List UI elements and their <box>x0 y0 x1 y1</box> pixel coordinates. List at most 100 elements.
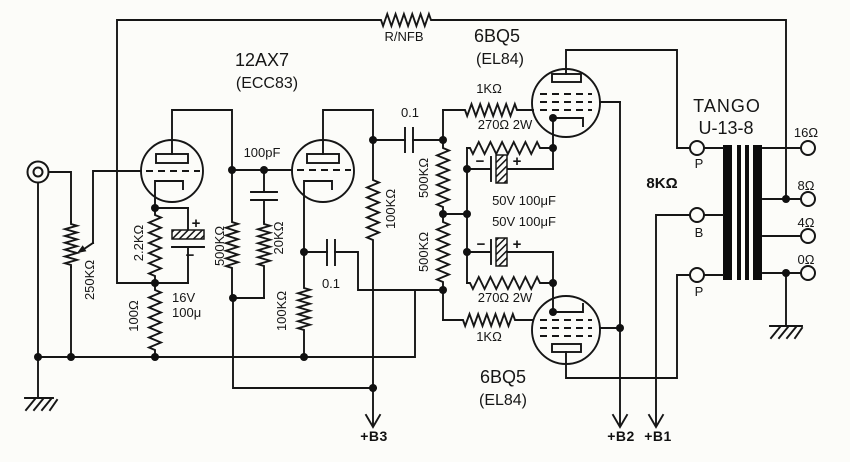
b3-label: +B3 <box>360 428 388 444</box>
junction-dot <box>151 279 159 287</box>
cathode-resistor-upper-270 <box>466 139 554 157</box>
ground-symbol-input <box>24 397 59 412</box>
junction-dot <box>439 286 447 294</box>
junction-dot <box>260 166 268 174</box>
step-cap-100pf <box>250 191 278 201</box>
cathode-cap-upper <box>490 154 508 184</box>
junction-dot <box>549 144 557 152</box>
junction-dot <box>151 204 159 212</box>
bypass-cap-voltage-label: 16V <box>172 290 195 305</box>
feedback-wire-right <box>436 19 787 200</box>
terminal-p-top-label: P <box>695 156 704 171</box>
terminal-16ohm <box>800 140 816 156</box>
plate-electrode <box>306 153 340 164</box>
resistors <box>61 11 554 389</box>
step-cap-label: 100pF <box>244 145 281 160</box>
b1-arrow <box>647 413 665 429</box>
grid-electrodes <box>540 93 592 111</box>
wires <box>37 19 802 427</box>
b1-rail <box>655 214 691 427</box>
cathode-cap-upper-label: 50V 100μF <box>492 193 556 208</box>
junction-dot <box>782 195 790 203</box>
terminal-b <box>689 207 705 223</box>
v1a-cathode-resistor <box>146 207 164 284</box>
terminal-p-bottom <box>689 267 705 283</box>
terminal-b-label: B <box>695 225 704 240</box>
junction-dot <box>463 248 471 256</box>
tail-resistor-label: 100Ω <box>126 300 141 332</box>
bypass-cap-16v <box>171 207 205 284</box>
junction-dot <box>549 114 557 122</box>
input-tube-alt-label: (ECC83) <box>236 75 298 92</box>
junction-dot <box>549 279 557 287</box>
core-lamination <box>745 145 749 280</box>
terminal-0ohm <box>800 265 816 281</box>
transformer-brand-label: TANGO <box>693 96 761 116</box>
polarity-plus: + <box>513 236 522 253</box>
core-lamination <box>737 145 741 280</box>
junction-dots <box>34 114 790 392</box>
pot-wiper-arrowhead <box>77 245 87 253</box>
junction-dot <box>300 353 308 361</box>
labels: R/NFB 12AX7 (ECC83) 100pF 0.1 0.1 1KΩ 27… <box>82 26 818 444</box>
cathode-resistor-upper-label: 270Ω 2W <box>478 117 533 132</box>
input-jack <box>26 160 50 184</box>
grid-electrodes <box>540 319 592 337</box>
b1-label: +B1 <box>644 428 672 444</box>
tube-12ax7-a <box>140 139 204 209</box>
output-transformer-core <box>723 145 762 280</box>
plate-electrode <box>551 73 582 83</box>
b2-label: +B2 <box>607 428 635 444</box>
polarity-minus: − <box>476 153 485 170</box>
tube-envelope <box>531 68 601 138</box>
junction-dot <box>151 353 159 361</box>
tubes <box>140 68 601 365</box>
plate-electrode <box>155 153 189 164</box>
input-jack-signal-wire <box>47 171 72 223</box>
bypass-cap-polarized-plate <box>171 229 205 240</box>
cathode-resistor-lower-label: 270Ω 2W <box>478 290 533 305</box>
cathode-cap-lower-polarized-plate <box>495 237 508 267</box>
coupling-cap-lower-label: 0.1 <box>322 276 340 291</box>
polarity-plus: + <box>192 215 201 232</box>
tap-8ohm-label: 8Ω <box>798 178 815 193</box>
feedback-resistor <box>374 11 438 29</box>
step-resistor-20k <box>254 221 274 299</box>
coupling-cap-lower <box>326 239 336 266</box>
junction-dot <box>229 294 237 302</box>
grid-leak-lower-500k <box>434 213 452 291</box>
junction-dot <box>463 210 471 218</box>
v1a-plate-load-label: 500KΩ <box>212 226 227 266</box>
feedback-resistor-label: R/NFB <box>385 29 424 44</box>
junction-dot <box>439 136 447 144</box>
step-resistor-label: 20KΩ <box>271 221 286 254</box>
grid-stopper-lower-label: 1KΩ <box>476 329 502 344</box>
tube-envelope <box>531 295 601 365</box>
polarity-minus: − <box>186 247 195 264</box>
tube-envelope <box>140 139 204 203</box>
coupling-cap-upper <box>404 127 414 153</box>
v1a-cathode-resistor-label: 2.2KΩ <box>131 224 146 261</box>
v1b-plate-load-label: 100KΩ <box>383 189 398 229</box>
cathode-cap-upper-polarized-plate <box>495 154 508 184</box>
v1b-cathode-load-label: 100KΩ <box>274 291 289 331</box>
tube-6bq5-upper <box>531 68 601 138</box>
output-tube-upper-alt-label: (EL84) <box>476 51 524 68</box>
junction-dot <box>549 308 557 316</box>
tap-0ohm-label: 0Ω <box>798 252 815 267</box>
jack-inner-pin <box>32 166 44 178</box>
terminal-8ohm <box>800 191 816 207</box>
coupling-cap-lower-right-wire <box>334 251 444 291</box>
tube-6bq5-lower <box>531 295 601 365</box>
cathode-cap-lower-label: 50V 100μF <box>492 214 556 229</box>
volume-pot-label: 250KΩ <box>82 260 97 300</box>
output-tube-lower-label: 6BQ5 <box>480 367 526 387</box>
transformer-terminals <box>689 140 816 283</box>
junction-dot <box>439 210 447 218</box>
grid-stopper-upper-1k <box>442 101 534 119</box>
polarity-minus: − <box>477 236 486 253</box>
terminal-p-top <box>689 140 705 156</box>
tail-resistor-100ohm <box>146 282 164 358</box>
